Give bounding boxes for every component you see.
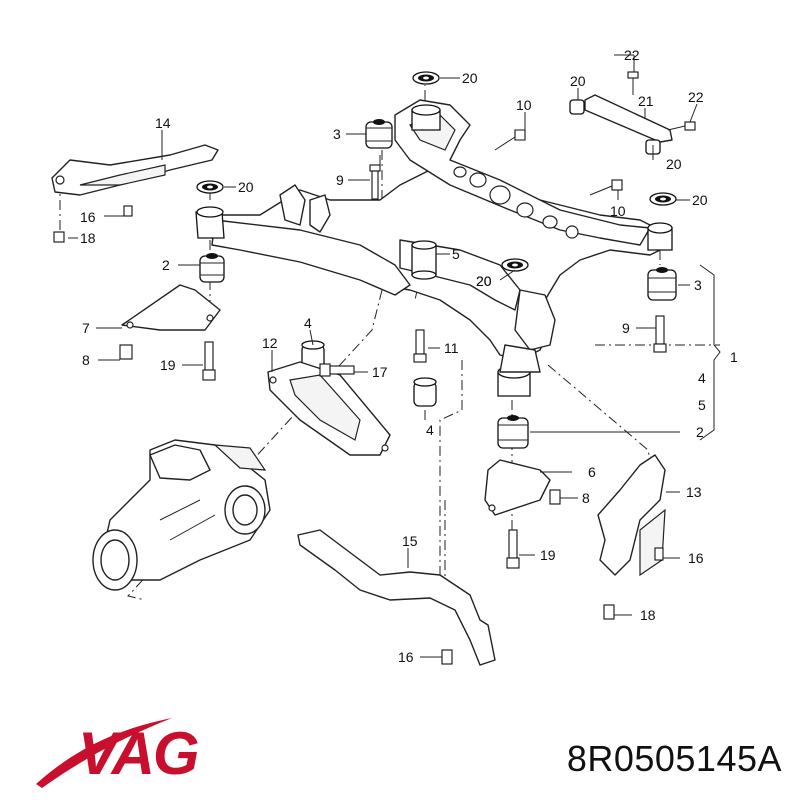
callout-4-low: 4 [426, 422, 434, 438]
subframe [195, 99, 673, 397]
callout-22-right: 22 [688, 89, 704, 105]
callout-20-mid: 20 [476, 273, 492, 289]
callout-2-left: 2 [162, 257, 170, 273]
differential [92, 439, 271, 591]
callout-4-top: 4 [304, 315, 312, 331]
callout-9-top: 9 [336, 172, 344, 188]
callout-20-center: 20 [476, 273, 492, 289]
callout-12: 12 [262, 335, 278, 351]
callout-4-right: 4 [698, 370, 706, 386]
callout-13: 13 [686, 484, 702, 500]
mount-caps [196, 71, 677, 272]
bracket-plate [267, 361, 391, 456]
callout-20-link: 20 [570, 73, 586, 89]
callout-16-bottom: 16 [398, 649, 414, 665]
callout-20-right: 20 [692, 192, 708, 208]
callout-11: 11 [444, 340, 459, 356]
callout-10-right: 10 [610, 203, 626, 219]
callout-19-right: 19 [540, 547, 556, 563]
diff-bushings [301, 340, 437, 407]
leader-lines [68, 54, 721, 658]
bolts [53, 71, 696, 665]
bushings [199, 119, 677, 449]
callout-7: 7 [82, 320, 90, 336]
callout-8-right: 8 [582, 490, 590, 506]
callout-20-link-low: 20 [666, 156, 682, 172]
callout-9-right: 9 [622, 320, 630, 336]
callout-6: 6 [588, 464, 596, 480]
callout-2-right: 2 [696, 424, 704, 440]
vag-logo: VAG [36, 718, 200, 788]
callout-5-mid: 5 [452, 246, 460, 262]
vag-logo-text: VAG [78, 720, 198, 787]
callout-8-left: 8 [82, 352, 90, 368]
upper-link [569, 94, 673, 155]
callout-labels: 22 20 10 20 21 22 14 3 20 9 20 20 10 20 … [80, 47, 738, 665]
vag-logo-swoosh [36, 718, 172, 788]
callout-17: 17 [372, 364, 388, 380]
callout-3-top: 3 [333, 126, 341, 142]
callout-10-top: 10 [516, 97, 532, 113]
callout-16-right: 16 [688, 550, 704, 566]
callout-18-right: 18 [640, 607, 656, 623]
callout-1: 1 [730, 349, 738, 365]
callout-22-top: 22 [624, 47, 640, 63]
part-number: 8R0505145A [566, 738, 782, 779]
callout-16-left: 16 [80, 209, 96, 225]
callout-15: 15 [402, 533, 418, 549]
callout-20-top: 20 [462, 70, 478, 86]
callout-3-right: 3 [694, 277, 702, 293]
brackets [51, 144, 666, 666]
callout-5-right: 5 [698, 397, 706, 413]
callout-18-left: 18 [80, 230, 96, 246]
callout-14: 14 [155, 115, 171, 131]
callout-20-left: 20 [238, 179, 254, 195]
callout-19-left: 19 [160, 357, 176, 373]
callout-21: 21 [638, 93, 654, 109]
